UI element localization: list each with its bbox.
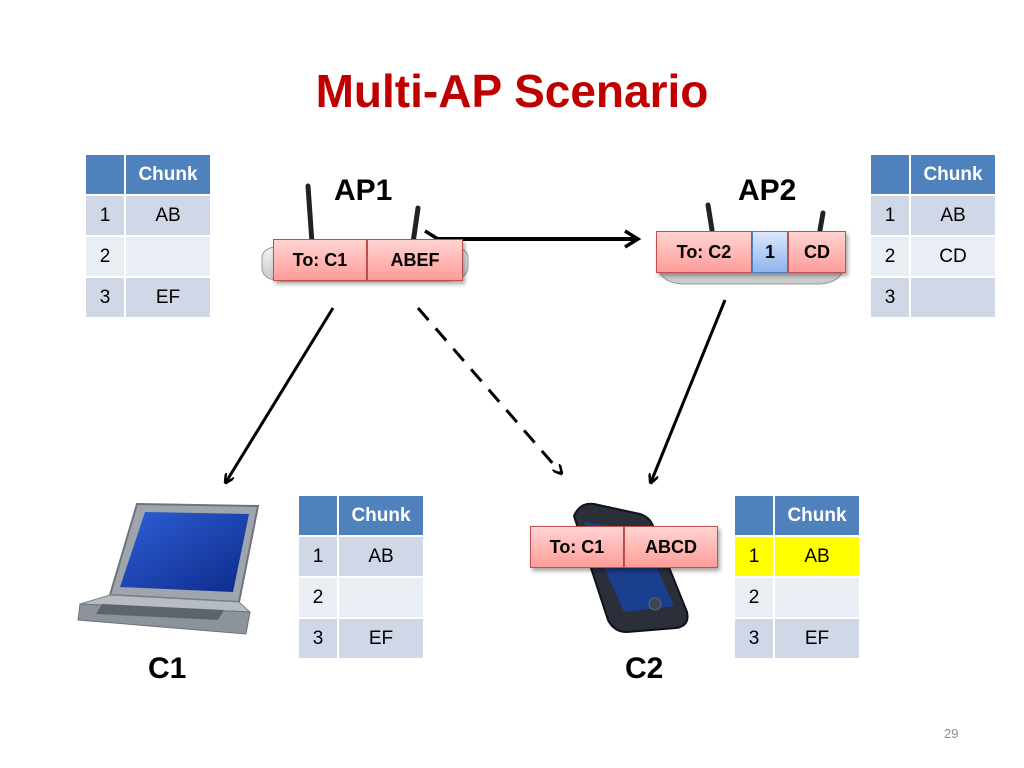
packet-destination: To: C1 — [273, 239, 367, 281]
slide-title: Multi-AP Scenario — [315, 65, 709, 117]
table-header-blank — [871, 155, 909, 194]
table-row: 2 — [735, 578, 859, 617]
packet-destination: To: C2 — [656, 231, 752, 273]
table-header-blank — [299, 496, 337, 535]
ap2-label: AP2 — [738, 174, 797, 207]
packet-payload: ABCD — [624, 526, 718, 568]
table-row: 3 — [871, 278, 995, 317]
c2-label: C2 — [625, 652, 664, 685]
table-header: Chunk — [126, 155, 210, 194]
c1-label: C1 — [148, 652, 187, 685]
ap1-to-c1-arrow — [226, 307, 335, 482]
ap1-to-c2-dashed-arrow — [416, 307, 561, 473]
table-header: Chunk — [911, 155, 995, 194]
table-header-blank — [86, 155, 124, 194]
slide-number: 29 — [944, 726, 959, 741]
table-header: Chunk — [775, 496, 859, 535]
ap1-packet: To: C1 ABEF — [273, 239, 463, 281]
c2-packet: To: C1 ABCD — [530, 526, 718, 568]
laptop-icon — [77, 502, 260, 635]
packet-payload: CD — [788, 231, 846, 273]
table-row: 2 — [299, 578, 423, 617]
packet-chunk-index: 1 — [752, 231, 788, 273]
ap1-label: AP1 — [334, 174, 393, 207]
ap2-packet: To: C2 1 CD — [656, 231, 846, 273]
packet-payload: ABEF — [367, 239, 463, 281]
table-header: Chunk — [339, 496, 423, 535]
table-row: 2 — [86, 237, 210, 276]
packet-destination: To: C1 — [530, 526, 624, 568]
table-header-blank — [735, 496, 773, 535]
ap2-to-c2-arrow — [651, 299, 727, 482]
